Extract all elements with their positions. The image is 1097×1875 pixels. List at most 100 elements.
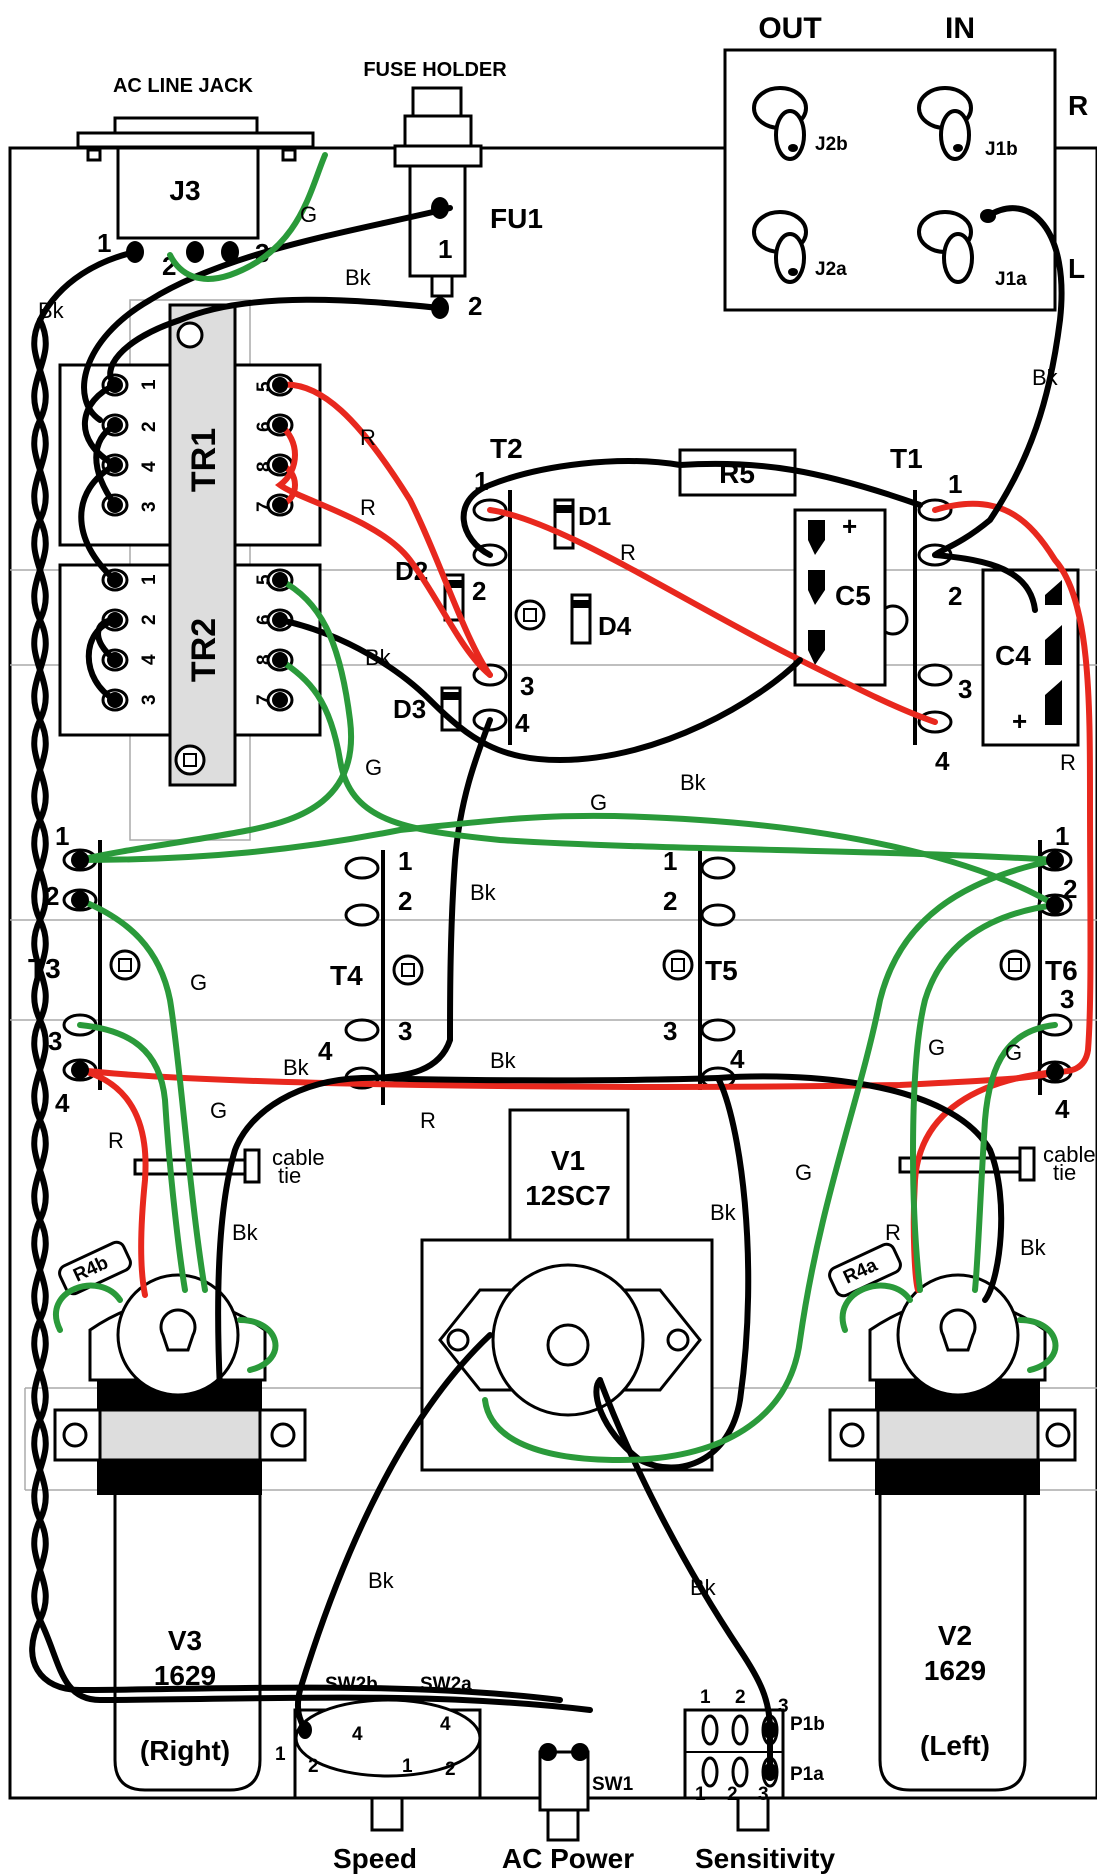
v1-name: V1 xyxy=(551,1145,585,1176)
v3-tube xyxy=(53,1273,307,1792)
svg-text:4: 4 xyxy=(730,1044,745,1074)
svg-text:G: G xyxy=(365,755,382,780)
svg-text:G: G xyxy=(300,202,317,227)
speed-switch-shaft[interactable] xyxy=(370,1796,404,1832)
svg-text:3: 3 xyxy=(958,674,972,704)
diode-icon xyxy=(570,593,592,645)
j1a-label: J1a xyxy=(995,269,1027,290)
svg-text:1: 1 xyxy=(948,469,962,499)
j2a-label: J2a xyxy=(815,259,847,280)
wire-color-labels: G Bk Bk R R R Bk Bk G G Bk Bk R G Bk Bk … xyxy=(38,202,1076,1600)
tr1-right-pins: 5 6 8 7 xyxy=(254,381,275,512)
d4-label: D4 xyxy=(598,611,632,641)
ac-power-switch[interactable] xyxy=(546,1808,580,1842)
t2-terminal-2: 2 xyxy=(472,576,486,606)
c5-plus: + xyxy=(842,511,857,541)
cable-tie-label: cable xyxy=(272,1145,325,1170)
svg-text:R: R xyxy=(108,1128,124,1153)
sw2b-label: SW2b xyxy=(325,1674,378,1695)
sw1-label: SW1 xyxy=(592,1774,634,1795)
p1b-label: P1b xyxy=(790,1714,825,1735)
svg-text:1: 1 xyxy=(700,1687,711,1708)
mounting-screw-icon xyxy=(62,1422,296,1448)
sensitivity-knob[interactable] xyxy=(736,1796,770,1832)
cable-tie-label-2: tie xyxy=(278,1163,301,1188)
cable-tie-label: cable xyxy=(1043,1142,1096,1167)
svg-text:Bk: Bk xyxy=(368,1568,395,1593)
svg-text:4: 4 xyxy=(935,746,950,776)
svg-text:R: R xyxy=(885,1220,901,1245)
r4b-resistor xyxy=(58,1240,132,1296)
c5-polarity-marks xyxy=(808,520,825,665)
fuse-holder-label: FUSE HOLDER xyxy=(363,59,507,81)
tr1-left-pins: 1 2 4 3 xyxy=(139,379,160,512)
svg-text:2: 2 xyxy=(139,421,160,432)
svg-text:2: 2 xyxy=(308,1756,319,1777)
svg-text:3: 3 xyxy=(520,671,534,701)
svg-text:R: R xyxy=(1060,750,1076,775)
ac-line-jack-label: AC LINE JACK xyxy=(113,75,254,97)
d1-label: D1 xyxy=(578,501,611,531)
svg-text:Bk: Bk xyxy=(345,265,372,290)
j3-label: J3 xyxy=(169,175,200,206)
tr2-left-pins: 1 2 4 3 xyxy=(139,574,160,705)
left-channel-label: L xyxy=(1068,253,1085,284)
t1-label: T1 xyxy=(890,443,923,474)
t2-label: T2 xyxy=(490,433,523,464)
svg-text:Bk: Bk xyxy=(1020,1235,1047,1260)
ac-line-jack xyxy=(76,116,315,240)
v3-name: V3 xyxy=(168,1625,202,1656)
svg-text:5: 5 xyxy=(254,381,275,392)
svg-text:G: G xyxy=(795,1160,812,1185)
t4-label: T4 xyxy=(330,960,363,991)
svg-text:1: 1 xyxy=(663,846,677,876)
ac-power-label: AC Power xyxy=(502,1843,634,1874)
svg-text:Bk: Bk xyxy=(38,298,65,323)
mounting-screw-icon xyxy=(839,1422,1071,1448)
svg-text:3: 3 xyxy=(48,1026,62,1056)
mounting-screw-icon xyxy=(174,744,206,776)
v3-side: (Right) xyxy=(140,1735,230,1766)
svg-text:3: 3 xyxy=(778,1696,789,1717)
svg-text:3: 3 xyxy=(139,694,160,705)
svg-text:7: 7 xyxy=(254,501,275,512)
svg-text:R: R xyxy=(420,1108,436,1133)
svg-text:2: 2 xyxy=(45,881,59,911)
svg-text:Bk: Bk xyxy=(710,1200,737,1225)
svg-text:3: 3 xyxy=(1060,984,1074,1014)
twisted-ac-line xyxy=(29,317,593,1713)
terminal-numbers: 1 4 3 4 1 2 3 4 1 2 3 4 1 2 3 4 1 2 3 4 … xyxy=(45,466,1077,1124)
svg-text:6: 6 xyxy=(254,614,275,625)
svg-text:1: 1 xyxy=(275,1744,286,1765)
r5-resistor xyxy=(678,448,797,497)
svg-text:Bk: Bk xyxy=(365,645,392,670)
t6-label: T6 xyxy=(1045,955,1078,986)
c4-plus: + xyxy=(1012,706,1027,736)
black-wires xyxy=(37,205,1065,1775)
svg-text:4: 4 xyxy=(515,708,530,738)
svg-text:1: 1 xyxy=(139,379,160,390)
sensitivity-label: Sensitivity xyxy=(695,1843,835,1874)
v2-name: V2 xyxy=(938,1620,972,1651)
svg-text:Bk: Bk xyxy=(1032,365,1059,390)
svg-text:3: 3 xyxy=(663,1016,677,1046)
fuse-holder xyxy=(393,86,483,298)
t5-label: T5 xyxy=(705,955,738,986)
svg-text:4: 4 xyxy=(55,1088,70,1118)
d3-label: D3 xyxy=(393,694,426,724)
rca-jack-icon xyxy=(917,86,973,161)
p1a-label: P1a xyxy=(790,1764,824,1785)
speed-label: Speed xyxy=(333,1843,417,1874)
svg-text:Bk: Bk xyxy=(690,1575,717,1600)
svg-text:Bk: Bk xyxy=(680,770,707,795)
fu1-pin-2: 2 xyxy=(468,291,482,321)
svg-text:6: 6 xyxy=(254,421,275,432)
terminal-strip-posts xyxy=(98,490,1042,1105)
svg-text:2: 2 xyxy=(445,1759,456,1780)
svg-text:1: 1 xyxy=(398,846,412,876)
tr2-label: TR2 xyxy=(185,618,223,682)
svg-text:7: 7 xyxy=(254,694,275,705)
j3-pin-1: 1 xyxy=(97,228,111,258)
rca-jack-icon xyxy=(917,209,996,284)
cable-tie-label-2: tie xyxy=(1053,1160,1076,1185)
